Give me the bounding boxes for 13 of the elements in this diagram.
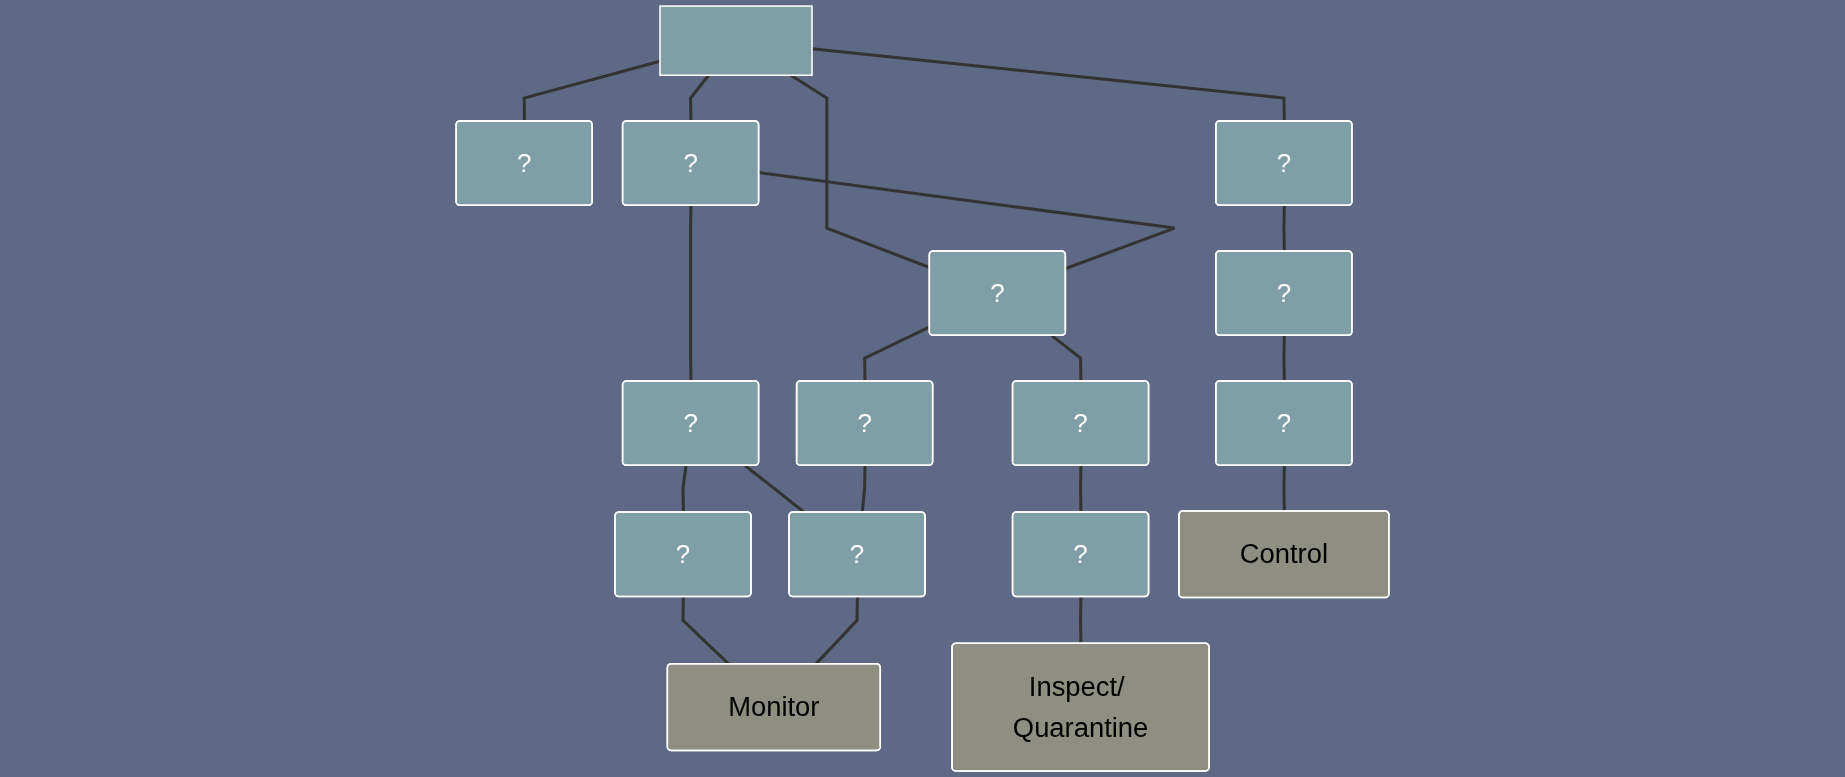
connector — [1079, 596, 1083, 644]
connector — [860, 465, 867, 513]
connector — [689, 205, 693, 382]
connector — [1282, 205, 1286, 252]
node-box — [659, 5, 813, 77]
connector — [1050, 334, 1083, 382]
connector — [1282, 335, 1286, 382]
connector — [681, 465, 688, 513]
connector — [689, 74, 710, 122]
connector — [1079, 465, 1083, 513]
connector — [1282, 465, 1286, 512]
connector — [744, 464, 806, 514]
connector — [758, 171, 1177, 270]
